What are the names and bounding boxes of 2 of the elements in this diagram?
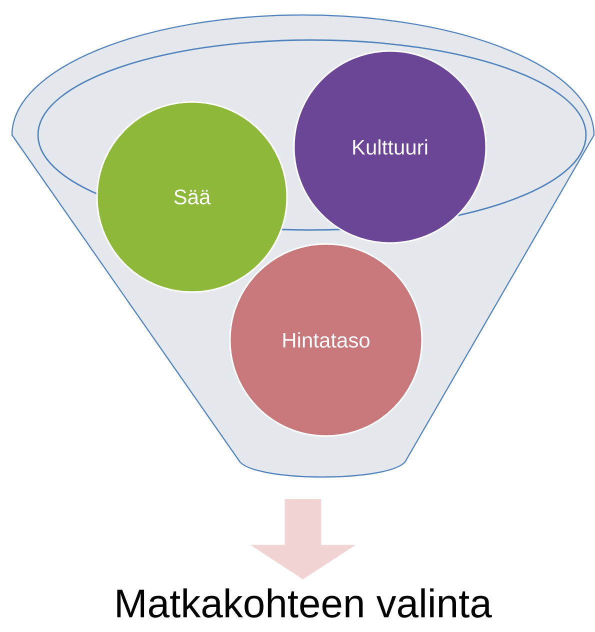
result-text: Matkakohteen valinta: [117, 588, 492, 618]
arrow: [250, 499, 356, 580]
